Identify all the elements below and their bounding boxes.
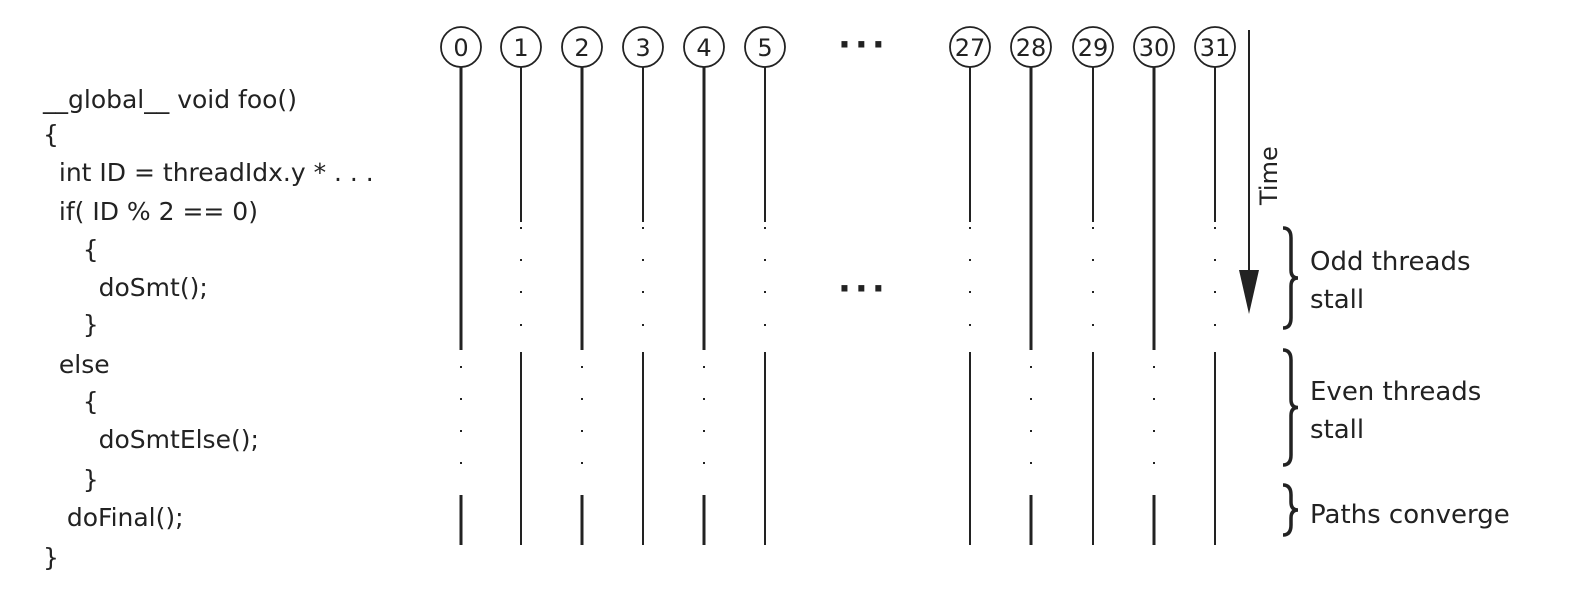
code-line: int ID = threadIdx.y * . . . bbox=[43, 158, 374, 187]
thread-id: 3 bbox=[635, 34, 650, 62]
even-label-line2: stall bbox=[1310, 415, 1365, 445]
even-label-line1: Even threads bbox=[1310, 377, 1482, 407]
thread-id: 1 bbox=[513, 34, 528, 62]
stall-dot bbox=[1153, 430, 1155, 432]
thread-ellipsis-middle: ··· bbox=[838, 269, 889, 309]
stall-dot bbox=[1153, 366, 1155, 368]
stall-dot bbox=[1092, 291, 1094, 293]
thread-id: 5 bbox=[757, 34, 772, 62]
code-line: } bbox=[43, 543, 59, 572]
thread-id: 30 bbox=[1139, 34, 1170, 62]
stall-dot bbox=[1214, 227, 1216, 229]
stall-dot bbox=[1214, 259, 1216, 261]
even-threads-stall-label: Even threads stall bbox=[1310, 373, 1481, 449]
code-line: { bbox=[43, 235, 99, 264]
thread-id: 4 bbox=[696, 34, 711, 62]
stall-dot bbox=[969, 291, 971, 293]
stall-dot bbox=[764, 259, 766, 261]
stall-dot bbox=[460, 462, 462, 464]
thread-id: 29 bbox=[1078, 34, 1109, 62]
stall-dot bbox=[703, 462, 705, 464]
stall-dot bbox=[764, 324, 766, 326]
odd-stall-brace bbox=[1282, 226, 1299, 330]
stall-dot bbox=[520, 324, 522, 326]
thread-id: 2 bbox=[574, 34, 589, 62]
stall-dot bbox=[460, 398, 462, 400]
stall-dot bbox=[764, 227, 766, 229]
stall-dot bbox=[642, 227, 644, 229]
stall-dot bbox=[1030, 366, 1032, 368]
stall-dot bbox=[520, 227, 522, 229]
code-line: { bbox=[43, 120, 59, 149]
stall-dot bbox=[460, 430, 462, 432]
stall-dot bbox=[703, 398, 705, 400]
stall-dot bbox=[520, 291, 522, 293]
stall-dot bbox=[642, 291, 644, 293]
stall-dot bbox=[1030, 398, 1032, 400]
stall-dot bbox=[703, 366, 705, 368]
stall-dot bbox=[764, 291, 766, 293]
stall-dot bbox=[703, 430, 705, 432]
stall-dot bbox=[581, 462, 583, 464]
code-line: doSmtElse(); bbox=[43, 425, 259, 454]
thread-id: 0 bbox=[453, 34, 468, 62]
odd-label-line2: stall bbox=[1310, 285, 1365, 315]
stall-dot bbox=[1030, 430, 1032, 432]
stall-dot bbox=[581, 430, 583, 432]
time-arrow-head bbox=[1239, 270, 1259, 314]
odd-threads-stall-label: Odd threads stall bbox=[1310, 243, 1471, 319]
thread-id: 28 bbox=[1016, 34, 1047, 62]
code-line: doFinal(); bbox=[43, 503, 184, 532]
code-line: else bbox=[43, 350, 110, 379]
stall-dot bbox=[520, 259, 522, 261]
thread-id: 31 bbox=[1200, 34, 1231, 62]
stall-dot bbox=[1214, 324, 1216, 326]
code-line: doSmt(); bbox=[43, 273, 208, 302]
stall-dot bbox=[1214, 291, 1216, 293]
stall-dot bbox=[1092, 227, 1094, 229]
stall-dot bbox=[581, 398, 583, 400]
thread-id: 27 bbox=[955, 34, 986, 62]
thread-ellipsis-top: ··· bbox=[838, 25, 889, 65]
code-line: if( ID % 2 == 0) bbox=[43, 197, 258, 226]
odd-label-line1: Odd threads bbox=[1310, 247, 1471, 277]
stall-dot bbox=[1092, 259, 1094, 261]
converge-brace bbox=[1282, 483, 1299, 537]
stall-dot bbox=[1153, 398, 1155, 400]
time-label: Time bbox=[1255, 146, 1283, 206]
stall-dot bbox=[642, 324, 644, 326]
code-line: { bbox=[43, 387, 99, 416]
code-line: __global__ void foo() bbox=[43, 85, 297, 114]
stall-dot bbox=[642, 259, 644, 261]
code-line: } bbox=[43, 465, 99, 494]
stall-dot bbox=[969, 324, 971, 326]
stall-dot bbox=[1030, 462, 1032, 464]
stall-dot bbox=[1153, 462, 1155, 464]
paths-converge-label: Paths converge bbox=[1310, 500, 1510, 530]
stall-dot bbox=[969, 227, 971, 229]
stall-dot bbox=[581, 366, 583, 368]
stall-dot bbox=[969, 259, 971, 261]
stall-dot bbox=[460, 366, 462, 368]
even-stall-brace bbox=[1282, 348, 1299, 467]
code-line: } bbox=[43, 310, 99, 339]
stall-dot bbox=[1092, 324, 1094, 326]
